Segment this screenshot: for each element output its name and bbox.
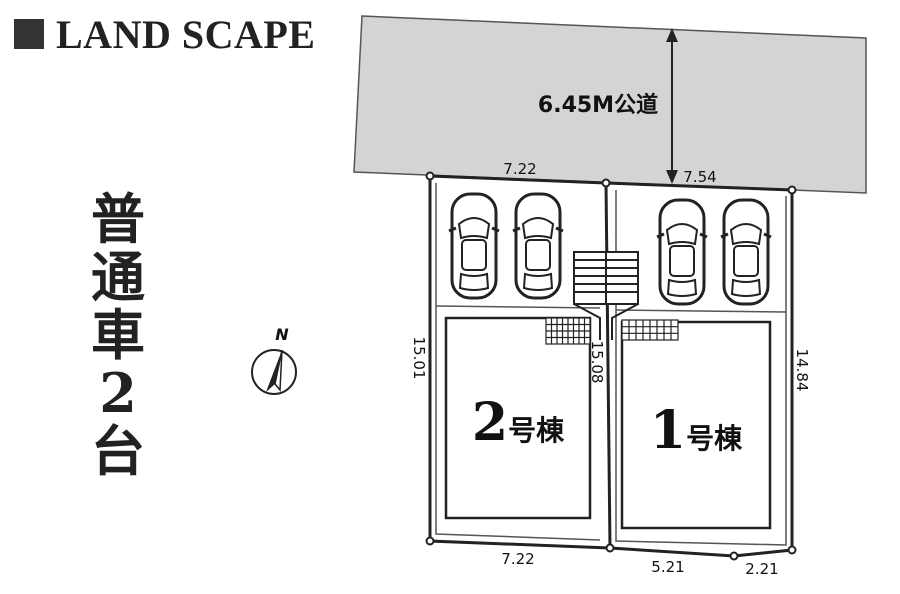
building-2-outline: [444, 316, 592, 520]
car-icon: [511, 192, 565, 300]
parking-char: 台: [91, 419, 145, 483]
dim-top-left: 7.22: [503, 160, 536, 178]
road-label: 6.45M公道: [538, 92, 658, 118]
parking-char: 普: [91, 187, 145, 251]
road-width-arrow: [666, 28, 678, 184]
parking-char: 通: [91, 245, 145, 309]
dim-top-right: 7.54: [683, 168, 716, 186]
car-icon: [447, 192, 501, 300]
dim-middle: 15.08: [588, 341, 606, 384]
parking-char: 車: [91, 303, 145, 367]
compass-label: N: [275, 325, 289, 344]
building-1-outline: [620, 320, 772, 530]
dim-left-side: 15.01: [410, 337, 428, 380]
dim-bottom-left: 7.22: [501, 550, 534, 568]
corner-markers: [425, 171, 797, 561]
inner-boundary-line: [435, 183, 601, 541]
car-icon: [655, 198, 709, 306]
public-road: [353, 15, 867, 194]
car-icon: [719, 198, 773, 306]
parking-edge-line: [435, 305, 601, 309]
dim-bottom-mid: 5.21: [651, 558, 684, 576]
header: LAND SCAPE: [14, 10, 315, 58]
entrance-grid-1: [621, 319, 679, 341]
inner-boundary-line: [615, 190, 787, 546]
building-1-label: 1号棟: [650, 400, 743, 461]
dim-right-side: 14.84: [793, 349, 811, 392]
lot-divider: [604, 182, 612, 549]
dim-bottom-right: 2.21: [745, 560, 778, 578]
parking-char: 2: [99, 361, 137, 425]
title-square-icon: [14, 19, 44, 49]
north-compass-icon: N: [251, 325, 297, 395]
page-title: LAND SCAPE: [56, 11, 316, 57]
entrance-grid-2: [545, 317, 591, 345]
parking-edge-line: [615, 309, 787, 313]
parking-note: 普 通 車 2 台: [88, 190, 148, 480]
entrance-steps: [573, 251, 639, 340]
building-2-label: 2号棟: [472, 392, 565, 453]
